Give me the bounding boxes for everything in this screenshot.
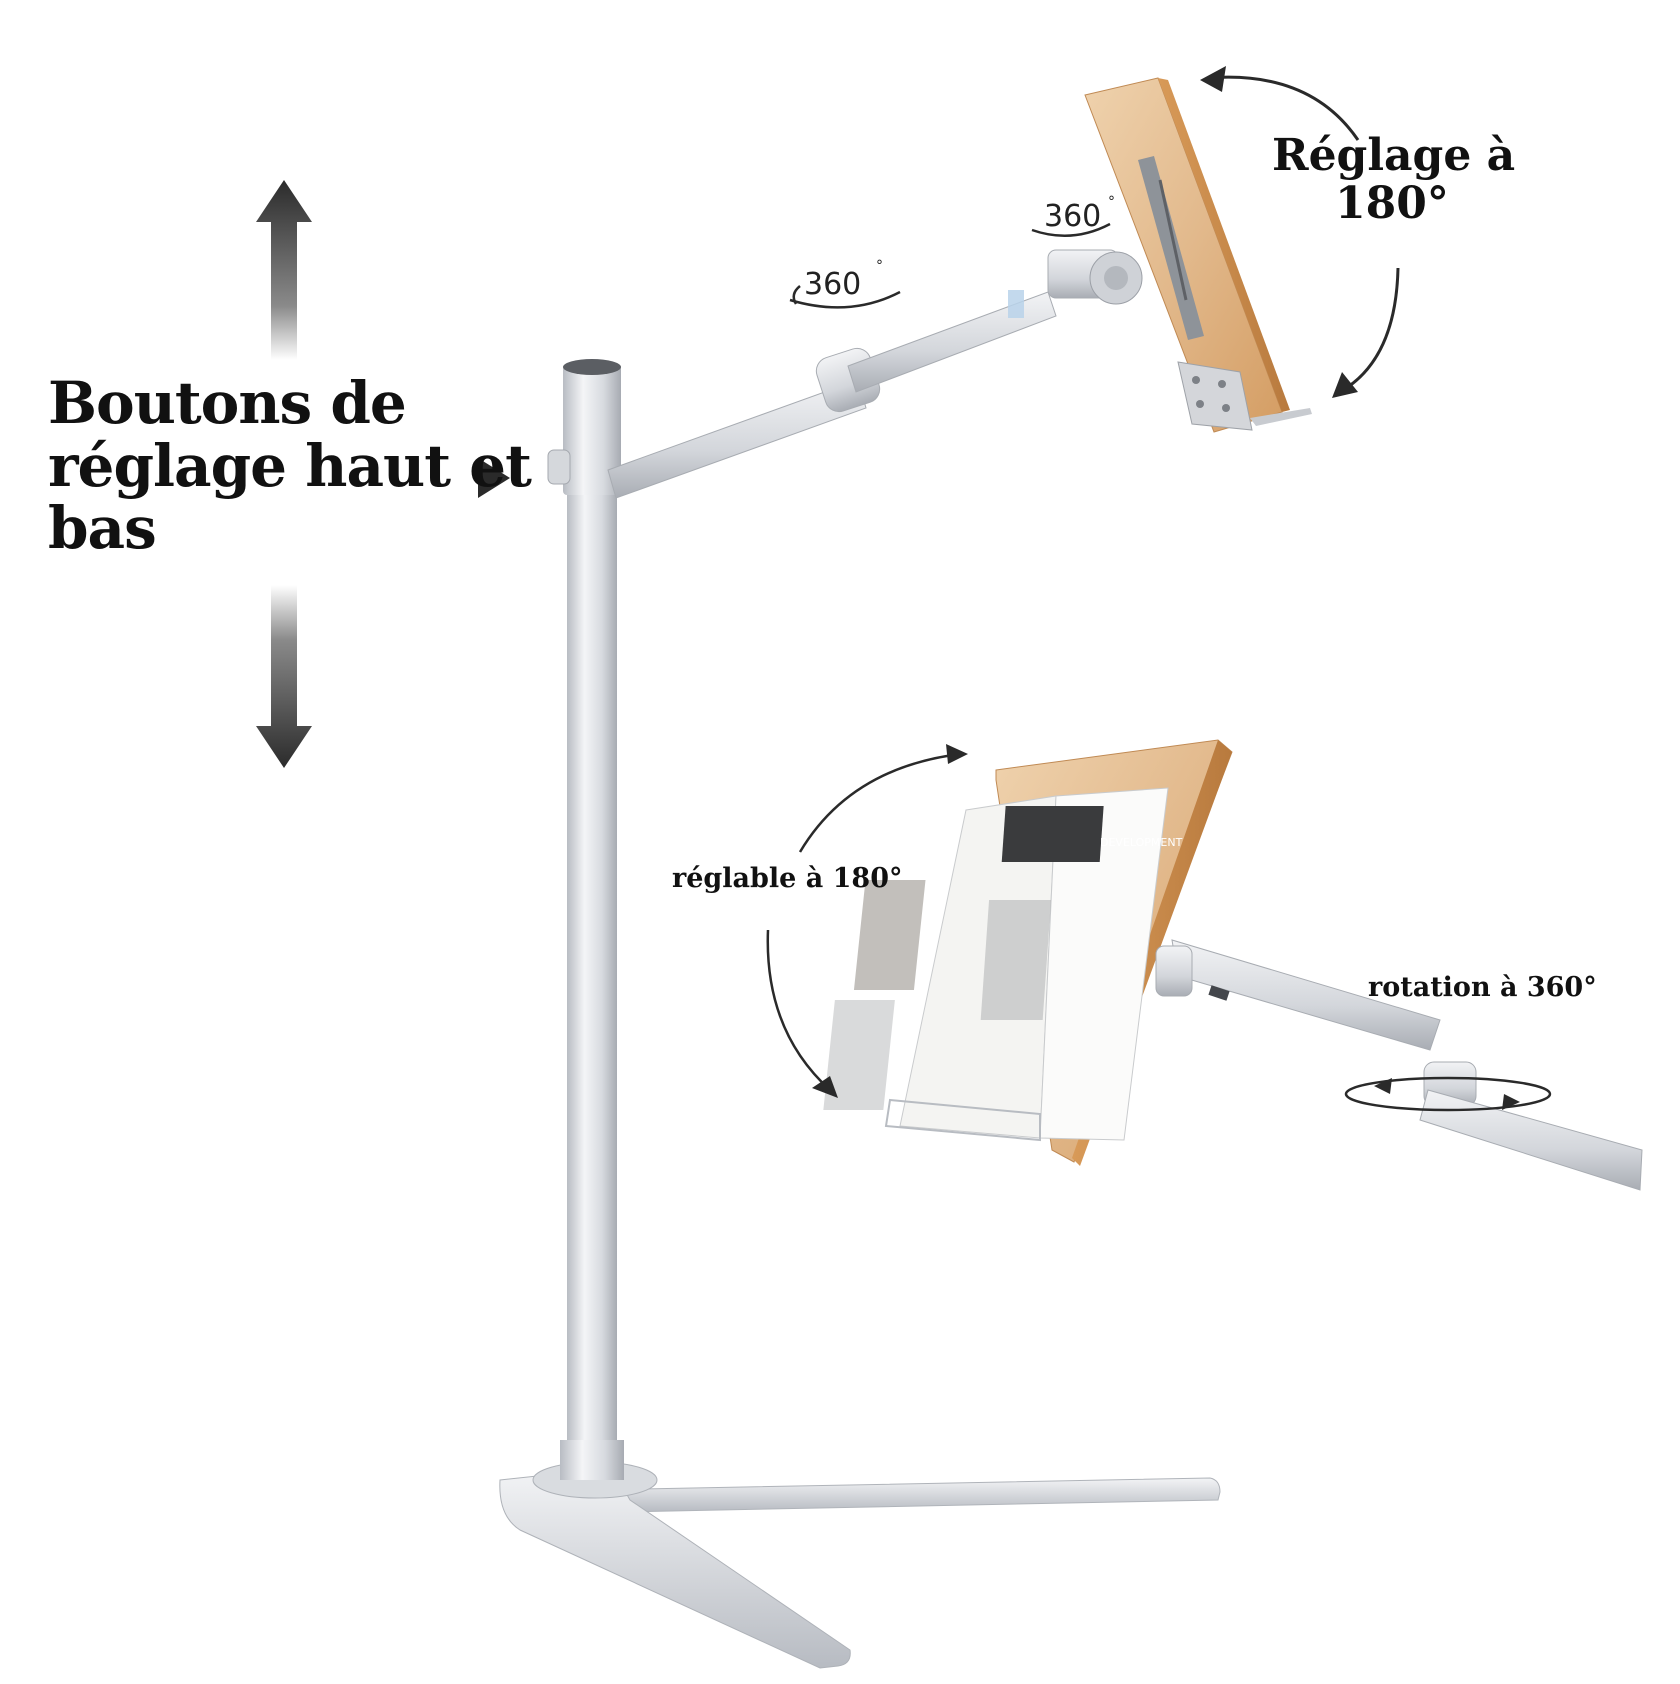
- lower-rotation-label: rotation à 360°: [1368, 972, 1597, 1003]
- head-rotation-360-icon: 360 °: [1031, 194, 1115, 238]
- arrowhead-icon: [1332, 372, 1358, 398]
- upper-articulated-arm: [607, 249, 1143, 499]
- top-tilt-line-2: 180°: [1335, 177, 1449, 229]
- stand-base: [499, 1461, 1221, 1669]
- svg-text:°: °: [876, 258, 883, 274]
- svg-text:DEVELOPMENT: DEVELOPMENT: [1100, 836, 1183, 849]
- top-tilt-label: Réglage à 180°: [1272, 130, 1516, 229]
- top-tilt-line-1: Réglage à: [1272, 130, 1516, 181]
- height-adjust-line-2: réglage haut et: [48, 431, 532, 500]
- top-wooden-board: [1084, 77, 1312, 433]
- svg-text:°: °: [1108, 194, 1115, 210]
- spin-ring-icon: [1344, 1076, 1552, 1112]
- height-adjust-label: Boutons de réglage haut et bas: [48, 369, 532, 563]
- vertical-double-arrow-icon: [256, 180, 312, 768]
- svg-text:360: 360: [1044, 199, 1101, 234]
- height-adjust-line-1: Boutons de: [48, 369, 407, 437]
- arm-rotation-360-icon: 360 °: [789, 258, 901, 309]
- arrowhead-icon: [1200, 66, 1226, 92]
- arrowhead-icon: [946, 744, 968, 764]
- open-book: DEVELOPMENT: [823, 787, 1183, 1142]
- lower-tilt-curved-arrow-icon: [766, 752, 961, 1091]
- pointer-triangle-icon: [478, 458, 510, 498]
- main-pole: [547, 359, 624, 1480]
- top-tilt-curved-arrow-icon: [1207, 75, 1400, 394]
- lower-articulated-arm: [1155, 939, 1643, 1191]
- svg-text:360: 360: [804, 267, 861, 302]
- arrowhead-icon: [812, 1076, 838, 1098]
- lower-tilt-label: réglable à 180°: [672, 863, 903, 894]
- height-adjust-line-3: bas: [48, 494, 157, 563]
